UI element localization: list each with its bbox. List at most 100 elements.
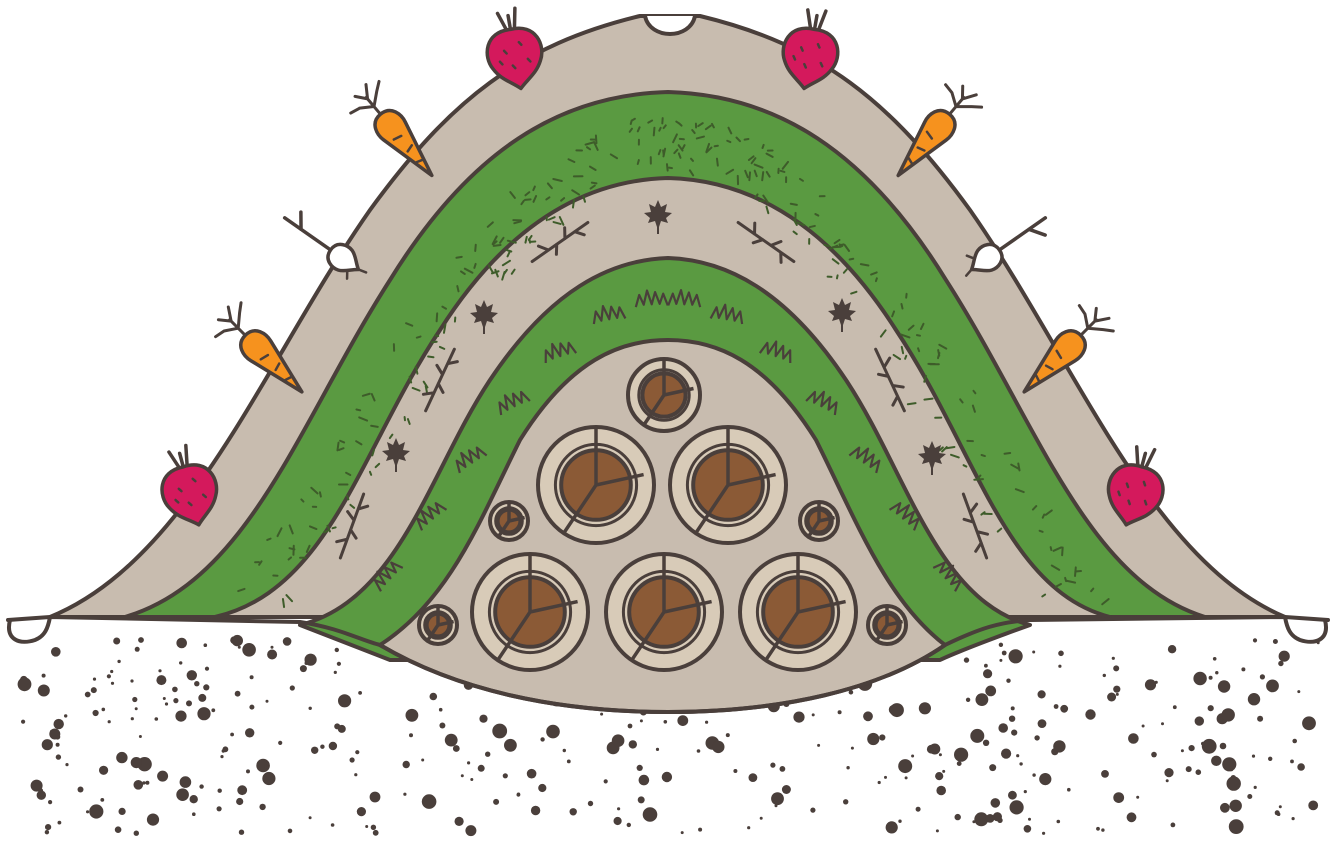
compost-speck xyxy=(1043,514,1045,517)
soil-dot xyxy=(100,798,104,802)
soil-dot xyxy=(588,801,593,806)
soil-dot xyxy=(600,713,603,716)
soil-dot xyxy=(1273,639,1278,644)
soil-dot xyxy=(898,759,912,773)
soil-dot xyxy=(1009,716,1015,722)
soil-dot xyxy=(989,764,996,771)
soil-dot xyxy=(1038,719,1047,728)
compost-speck xyxy=(918,348,919,351)
soil-dot xyxy=(236,798,243,805)
soil-dot xyxy=(531,806,540,815)
compost-speck xyxy=(901,304,902,309)
soil-dot xyxy=(288,829,293,834)
soil-dot xyxy=(1189,745,1195,751)
soil-dot xyxy=(271,646,274,649)
soil-dot xyxy=(179,661,182,664)
compost-speck xyxy=(475,245,476,251)
soil-dot xyxy=(843,799,848,804)
compost-speck xyxy=(974,479,983,480)
soil-dot xyxy=(172,687,178,693)
soil-dot xyxy=(230,733,234,737)
compost-speck xyxy=(525,237,526,243)
compost-speck xyxy=(762,172,763,180)
soil-dot xyxy=(1127,812,1137,822)
soil-dot xyxy=(627,823,631,827)
compost-speck xyxy=(356,410,360,411)
soil-dot xyxy=(1222,708,1235,721)
soil-dot xyxy=(733,769,737,773)
soil-dot xyxy=(1168,645,1176,653)
soil-dot xyxy=(1241,667,1245,671)
soil-dot xyxy=(311,747,318,754)
soil-dot xyxy=(838,710,842,714)
soil-dot xyxy=(290,685,295,690)
soil-dot xyxy=(1208,705,1214,711)
soil-dot xyxy=(712,741,724,753)
soil-dot xyxy=(42,739,53,750)
soil-dot xyxy=(898,820,901,823)
soil-dot xyxy=(1173,705,1177,709)
compost-speck xyxy=(924,399,932,400)
soil-dot xyxy=(110,670,113,673)
compost-speck xyxy=(763,145,764,148)
soil-dot xyxy=(771,792,784,805)
soil-dot xyxy=(517,793,521,797)
soil-dot xyxy=(132,697,137,702)
soil-dot xyxy=(1001,749,1011,759)
soil-dot xyxy=(445,734,458,747)
soil-dot xyxy=(358,691,362,695)
soil-dot xyxy=(1213,657,1217,661)
soil-dot xyxy=(985,686,996,697)
soil-dot xyxy=(614,817,622,825)
soil-dot xyxy=(1220,803,1230,813)
soil-dot xyxy=(250,675,254,679)
soil-dot xyxy=(1112,657,1115,660)
soil-dot xyxy=(976,693,989,706)
soil-dot xyxy=(911,755,914,758)
soil-dot xyxy=(56,754,61,759)
soil-dot xyxy=(42,674,46,678)
soil-dot xyxy=(1297,690,1300,693)
soil-dot xyxy=(373,830,379,836)
soil-dot xyxy=(86,810,89,813)
compost-speck xyxy=(417,337,421,338)
soil-dot xyxy=(465,825,476,836)
soil-dot xyxy=(1279,805,1282,808)
soil-dot xyxy=(927,745,936,754)
soil-dot xyxy=(147,814,159,826)
soil-dot xyxy=(130,679,133,682)
soil-dot xyxy=(131,717,134,720)
soil-dot xyxy=(999,659,1002,662)
soil-dot xyxy=(163,697,166,700)
soil-dot xyxy=(91,687,97,693)
soil-dot xyxy=(1019,762,1022,765)
soil-dot xyxy=(238,646,241,649)
soil-dot xyxy=(331,823,335,827)
compost-speck xyxy=(810,226,815,227)
soil-dot xyxy=(867,733,879,745)
soil-dot xyxy=(1231,775,1236,780)
soil-dot xyxy=(54,719,64,729)
compost-speck xyxy=(861,264,869,265)
soil-dot xyxy=(1011,730,1017,736)
soil-dot xyxy=(1010,800,1024,814)
soil-dot xyxy=(58,821,62,825)
soil-dot xyxy=(357,807,366,816)
soil-dot xyxy=(78,787,84,793)
soil-dot xyxy=(1024,790,1027,793)
soil-dot xyxy=(1215,671,1218,674)
soil-dot xyxy=(986,814,995,823)
compost-speck xyxy=(371,426,378,427)
soil-dot xyxy=(1103,674,1106,677)
soil-dot xyxy=(782,785,791,794)
compost-speck xyxy=(456,257,461,258)
soil-dot xyxy=(45,830,49,834)
soil-dot xyxy=(1032,651,1035,654)
compost-speck xyxy=(435,335,438,336)
soil-dot xyxy=(246,769,250,773)
compost-speck xyxy=(745,139,749,140)
soil-dot xyxy=(697,749,701,753)
soil-dot xyxy=(478,765,485,772)
soil-dot xyxy=(309,816,312,819)
compost-speck xyxy=(289,548,294,549)
